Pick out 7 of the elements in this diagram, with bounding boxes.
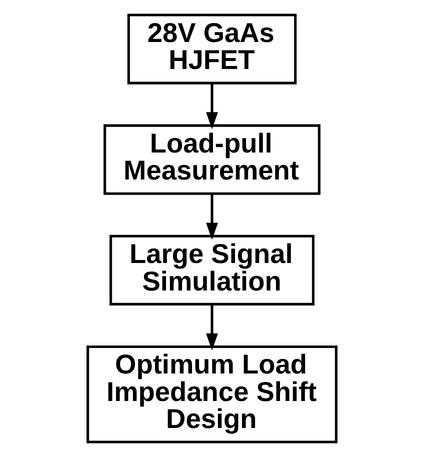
arrow	[206, 194, 218, 240]
arrow	[206, 83, 218, 130]
node-box: Load-pull Measurement	[104, 124, 320, 195]
arrow	[206, 304, 218, 350]
node-box: Large Signal Simulation	[110, 234, 314, 306]
node-box: Optimum Load Impedance Shift Design	[86, 345, 338, 444]
node-box: 28V GaAs HJFET	[127, 14, 297, 84]
